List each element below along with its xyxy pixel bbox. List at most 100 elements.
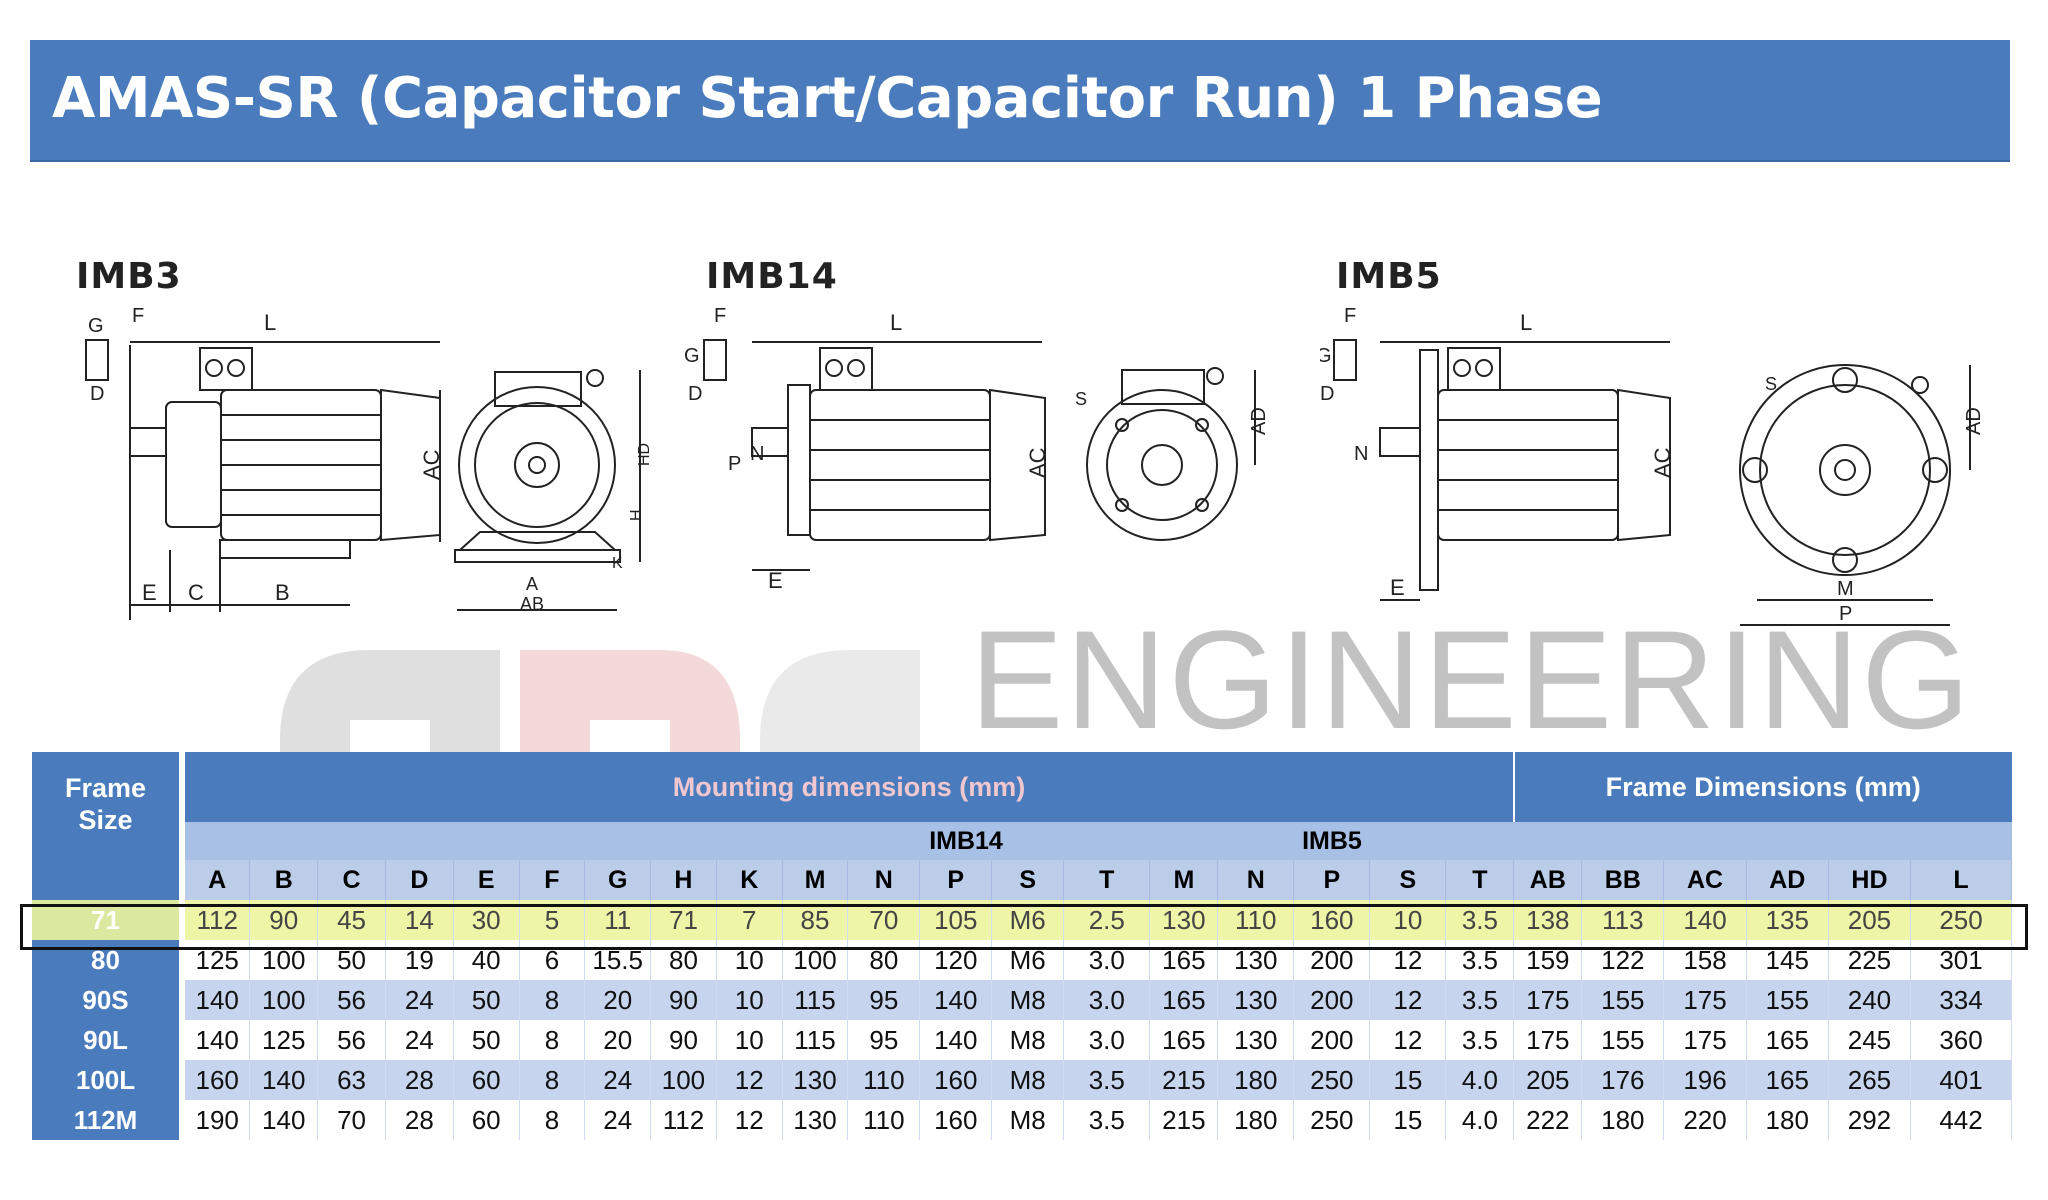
- svg-text:B: B: [275, 580, 290, 605]
- table-cell: 14: [385, 900, 454, 940]
- column-header: HD: [1828, 860, 1912, 900]
- svg-text:A: A: [526, 574, 538, 594]
- table-cell: 125: [249, 1020, 319, 1060]
- table-cell: M6: [991, 940, 1065, 980]
- svg-text:L: L: [890, 310, 902, 335]
- table-cell: 401: [1910, 1060, 2012, 1100]
- table-cell: 11: [584, 900, 652, 940]
- table-cell: 130: [782, 1060, 849, 1100]
- table-cell: 10: [716, 1020, 783, 1060]
- table-cell: 3.5: [1445, 980, 1515, 1020]
- table-cell: 8: [519, 1020, 586, 1060]
- column-header: F: [519, 860, 586, 900]
- motor-face-mount-drawing-icon: G D F L AC P N E S: [684, 305, 1270, 593]
- table-cell: 90: [650, 980, 717, 1020]
- column-header: M: [1149, 860, 1219, 900]
- column-header: T: [1445, 860, 1515, 900]
- drawing-imb5: IMB5 G D F L AC N E S: [1320, 250, 1980, 650]
- table-cell: 12: [716, 1100, 783, 1140]
- svg-text:N: N: [1354, 443, 1368, 465]
- table-cell: 130: [782, 1100, 849, 1140]
- table-cell: 113: [1581, 900, 1665, 940]
- table-cell: 45: [317, 900, 386, 940]
- table-cell: 155: [1581, 980, 1665, 1020]
- table-cell: 120: [919, 940, 993, 980]
- table-cell: 215: [1149, 1100, 1219, 1140]
- column-header: H: [650, 860, 717, 900]
- table-cell: 8: [519, 980, 586, 1020]
- table-cell: 301: [1910, 940, 2012, 980]
- table-cell: 334: [1910, 980, 2012, 1020]
- column-header: AC: [1663, 860, 1747, 900]
- table-cell: 2.5: [1063, 900, 1151, 940]
- table-cell: 85: [782, 900, 849, 940]
- column-header: P: [919, 860, 993, 900]
- title-bar: AMAS-SR (Capacitor Start/Capacitor Run) …: [30, 40, 2010, 162]
- table-cell: 40: [453, 940, 520, 980]
- table-cell: 112: [182, 900, 251, 940]
- table-cell: 158: [1663, 940, 1747, 980]
- table-cell: 205: [1513, 1060, 1583, 1100]
- svg-text:AC: AC: [1650, 447, 1675, 478]
- table-cell: 138: [1513, 900, 1583, 940]
- table-cell: 15: [1369, 1060, 1447, 1100]
- table-cell: 60: [453, 1100, 520, 1140]
- table-cell: 135: [1746, 900, 1829, 940]
- group-spacer: [1513, 822, 2012, 860]
- table-cell: 3.5: [1063, 1060, 1151, 1100]
- table-cell: 90: [249, 900, 319, 940]
- table-cell: 442: [1910, 1100, 2012, 1140]
- table-cell: 3.5: [1445, 900, 1515, 940]
- svg-text:P: P: [1839, 603, 1852, 625]
- table-cell: 115: [782, 980, 849, 1020]
- table-cell: 140: [1663, 900, 1747, 940]
- table-cell: 140: [249, 1060, 319, 1100]
- column-header: L: [1910, 860, 2012, 900]
- svg-text:K: K: [612, 555, 623, 572]
- mounting-dimensions-header: Mounting dimensions (mm): [182, 752, 1515, 822]
- svg-text:AD: AD: [1248, 407, 1270, 435]
- column-header: M: [782, 860, 849, 900]
- table-cell: 71: [650, 900, 717, 940]
- table-cell: 215: [1149, 1060, 1219, 1100]
- svg-text:G: G: [684, 345, 700, 367]
- table-cell: 175: [1663, 1020, 1747, 1060]
- table-cell: 159: [1513, 940, 1583, 980]
- drawing-label: IMB3: [76, 256, 182, 297]
- svg-text:E: E: [768, 568, 783, 593]
- svg-text:C: C: [188, 580, 204, 605]
- svg-text:F: F: [132, 305, 144, 327]
- table-cell: 4.0: [1445, 1100, 1515, 1140]
- table-cell: 220: [1663, 1100, 1747, 1140]
- table-cell: 60: [453, 1060, 520, 1100]
- svg-text:L: L: [1520, 310, 1532, 335]
- table-cell: 160: [919, 1060, 993, 1100]
- svg-text:AC: AC: [419, 449, 444, 480]
- table-cell: 140: [249, 1100, 319, 1140]
- table-cell: 70: [317, 1100, 386, 1140]
- column-header: S: [1369, 860, 1447, 900]
- table-cell: 180: [1217, 1100, 1295, 1140]
- table-cell: 8: [519, 1100, 586, 1140]
- table-cell: 90: [650, 1020, 717, 1060]
- table-cell: 3.0: [1063, 940, 1151, 980]
- table-cell: 10: [1369, 900, 1447, 940]
- svg-text:AD: AD: [1963, 407, 1980, 435]
- table-cell: M8: [991, 1060, 1065, 1100]
- table-cell: 165: [1149, 1020, 1219, 1060]
- table-cell: 15: [1369, 1100, 1447, 1140]
- table-cell: 100: [249, 980, 319, 1020]
- table-cell: 24: [584, 1060, 652, 1100]
- table-cell: 110: [847, 1060, 921, 1100]
- table-cell: 265: [1828, 1060, 1912, 1100]
- column-header: G: [584, 860, 652, 900]
- svg-text:AB: AB: [520, 594, 544, 614]
- table-cell: 50: [317, 940, 386, 980]
